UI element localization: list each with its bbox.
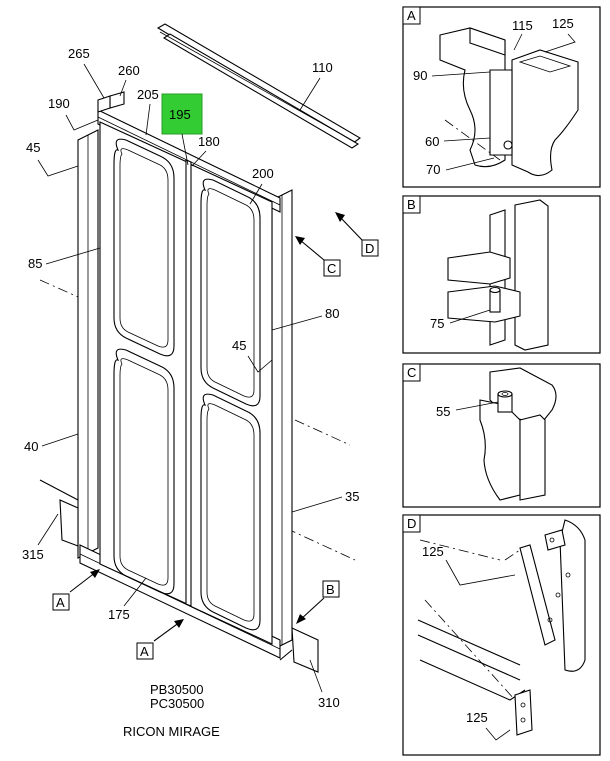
callout-195: 195	[161, 93, 203, 166]
detail-title: D	[407, 516, 416, 531]
callout-45-top: 45	[26, 140, 79, 177]
bracket-310	[279, 627, 319, 673]
part-number-2: PC30500	[150, 696, 204, 711]
callout-label: 175	[108, 607, 130, 622]
part-number-1: PB30500	[150, 682, 204, 697]
callout-label: 85	[28, 256, 42, 271]
callout-200: 200	[249, 166, 274, 205]
callout-label: 40	[24, 439, 38, 454]
label-90: 90	[413, 68, 427, 83]
view-ref-c: C	[295, 236, 341, 277]
view-ref-b: B	[296, 580, 340, 624]
callout-40: 40	[24, 433, 79, 454]
callout-310: 310	[309, 659, 340, 710]
view-ref-label: A	[56, 595, 65, 610]
callout-label: 110	[312, 60, 333, 75]
top-bracket	[97, 91, 125, 113]
left-door-panel	[99, 121, 188, 605]
detail-title: B	[407, 197, 416, 212]
right-door-panel	[189, 163, 273, 645]
detail-c: C 55	[402, 363, 601, 508]
detail-title: A	[407, 8, 416, 23]
view-ref-label: C	[327, 261, 336, 276]
label-125-upper: 125	[422, 544, 444, 559]
callout-180: 180	[191, 134, 220, 167]
callout-265: 265	[68, 46, 105, 99]
callout-label: 310	[318, 695, 340, 710]
callout-label: 180	[198, 134, 220, 149]
label-125-lower: 125	[466, 710, 488, 725]
right-frame-post	[271, 189, 293, 651]
callout-label: 80	[325, 306, 339, 321]
callout-205: 205	[137, 87, 159, 136]
callout-190: 190	[48, 96, 99, 131]
caption: PB30500 PC30500 RICON MIRAGE	[123, 682, 220, 739]
callout-label: 45	[232, 338, 246, 353]
label-60: 60	[425, 134, 439, 149]
label-125: 125	[552, 16, 574, 31]
callout-label: 195	[169, 107, 191, 122]
callout-85: 85	[28, 247, 101, 271]
callout-label: 315	[22, 547, 44, 562]
bracket-315	[39, 479, 79, 547]
view-ref-d: D	[335, 212, 379, 257]
callout-315: 315	[22, 513, 59, 562]
callout-label: 205	[137, 87, 159, 102]
callout-label: 190	[48, 96, 70, 111]
view-ref-a-bottom: A	[136, 619, 184, 660]
label-55: 55	[436, 404, 450, 419]
callout-label: 200	[252, 166, 274, 181]
callout-110: 110	[299, 60, 333, 111]
callout-label: 265	[68, 46, 90, 61]
callout-35: 35	[291, 489, 359, 513]
detail-a: A 115 125 90 60 70	[402, 6, 601, 188]
callout-175: 175	[108, 577, 147, 622]
view-ref-a-left: A	[52, 569, 100, 611]
center-seal-180	[185, 159, 192, 607]
callout-80: 80	[271, 306, 339, 331]
view-ref-label: D	[365, 241, 374, 256]
label-75: 75	[430, 316, 444, 331]
label-115: 115	[512, 18, 533, 33]
callout-45-mid: 45	[232, 338, 273, 373]
view-ref-label: B	[326, 582, 335, 597]
label-70: 70	[426, 162, 440, 177]
top-channel-110	[156, 23, 361, 149]
view-ref-label: A	[140, 644, 149, 659]
main-view: 265 260 190 205 195 180 110 45	[22, 23, 379, 739]
callout-label: 35	[345, 489, 359, 504]
detail-d: D 125 125	[402, 514, 601, 756]
highlight-box	[161, 93, 203, 135]
model-name: RICON MIRAGE	[123, 724, 220, 739]
callout-260: 260	[118, 63, 140, 97]
detail-b: B 75	[402, 195, 601, 354]
detail-title: C	[407, 365, 416, 380]
callout-label: 45	[26, 140, 40, 155]
callout-label: 260	[118, 63, 140, 78]
left-frame-post	[77, 129, 99, 559]
